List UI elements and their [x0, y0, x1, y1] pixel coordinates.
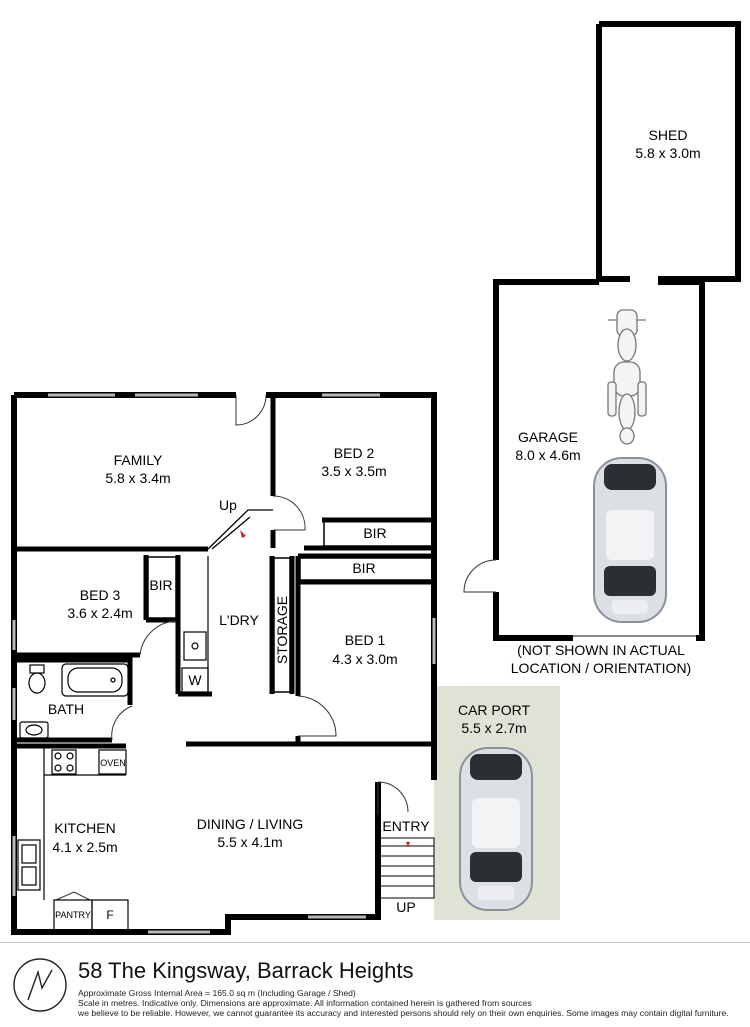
garage-note-line2: LOCATION / ORIENTATION) — [511, 660, 691, 676]
cooktop-icon — [51, 749, 77, 775]
bed1-name: BED 1 — [345, 632, 386, 648]
garage-note-line1: (NOT SHOWN IN ACTUAL — [517, 642, 685, 658]
bed2-name: BED 2 — [334, 445, 375, 461]
family-name: FAMILY — [114, 452, 163, 468]
garage-size: 8.0 x 4.6m — [515, 447, 580, 463]
north-arrow-icon — [13, 958, 67, 1012]
kitchen-fixtures — [17, 748, 129, 931]
bed3-bir-label: BIR — [149, 577, 172, 593]
kitchen-name: KITCHEN — [54, 820, 115, 836]
pantry-label: PANTRY — [55, 910, 91, 920]
gross-area-text: Approximate Gross Internal Area = 165.0 … — [78, 988, 356, 998]
car-icon — [459, 747, 533, 911]
up-label: Up — [219, 497, 237, 513]
shed-size: 5.8 x 3.0m — [635, 145, 700, 161]
oven-label: OVEN — [100, 758, 126, 768]
bath-label: BATH — [48, 701, 84, 717]
sink-icon — [19, 721, 49, 739]
shed-name: SHED — [649, 127, 688, 143]
car-icon — [593, 457, 667, 623]
bed3-size: 3.6 x 2.4m — [67, 605, 132, 621]
storage-label: STORAGE — [274, 596, 290, 664]
toilet-icon — [28, 664, 46, 694]
w-label: W — [188, 672, 202, 688]
dining-size: 5.5 x 4.1m — [217, 834, 282, 850]
laundry-label: L'DRY — [219, 612, 259, 628]
carport-size: 5.5 x 2.7m — [461, 720, 526, 736]
disclaimer-line2: we believe to be reliable. However, we c… — [78, 1008, 729, 1018]
entry-label: ENTRY — [382, 818, 430, 834]
garage-side-door-swing — [463, 559, 497, 593]
bed2-bir-label: BIR — [363, 525, 386, 541]
bed2-size: 3.5 x 3.5m — [321, 463, 386, 479]
fridge-label: F — [106, 908, 113, 922]
dining-name: DINING / LIVING — [197, 816, 304, 832]
garage-walls — [493, 279, 705, 641]
bed1-size: 4.3 x 3.0m — [332, 651, 397, 667]
bed3-name: BED 3 — [80, 587, 121, 603]
entry-marker-icon — [406, 842, 410, 847]
carport-name: CAR PORT — [458, 702, 531, 718]
motorcycle-icon — [607, 309, 647, 445]
windows — [12, 393, 436, 934]
bathtub-icon — [61, 663, 129, 697]
entry-up-label: UP — [396, 899, 415, 915]
stair-diagonal — [207, 509, 273, 550]
footer-divider — [0, 942, 750, 943]
property-address: 58 The Kingsway, Barrack Heights — [78, 958, 414, 983]
up-marker-icon — [240, 530, 246, 538]
bir-details — [147, 519, 433, 693]
family-size: 5.8 x 3.4m — [105, 470, 170, 486]
door-swings — [55, 394, 409, 901]
laundry-fixtures — [181, 556, 209, 694]
kitchen-size: 4.1 x 2.5m — [52, 839, 117, 855]
bed1-bir-label: BIR — [352, 560, 375, 576]
entry-stairs — [377, 837, 435, 899]
disclaimer-line1: Scale in metres. Indicative only. Dimens… — [78, 998, 532, 1008]
garage-name: GARAGE — [518, 429, 578, 445]
